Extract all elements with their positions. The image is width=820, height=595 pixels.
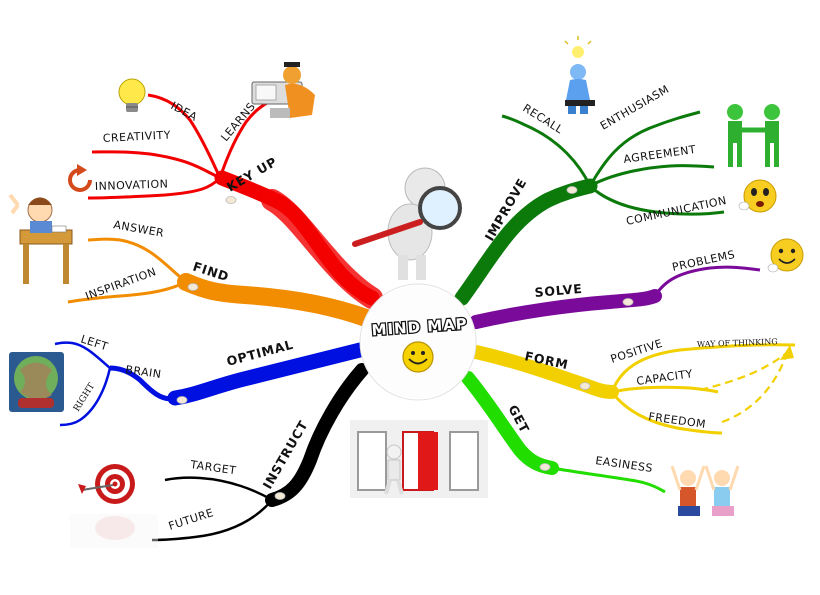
magnifier-figure-icon	[352, 167, 462, 280]
branch-form	[469, 343, 796, 435]
smiley-icon	[402, 341, 434, 373]
branch-key-up	[87, 93, 383, 309]
sub-label-answer: ANSWER	[112, 218, 165, 240]
branch-improve	[454, 110, 725, 306]
branch-instruct	[151, 363, 369, 542]
schoolboy-at-desk-icon	[8, 193, 73, 284]
refresh-arrow-icon	[68, 164, 92, 192]
sub-label-left: LEFT	[79, 332, 110, 353]
sub-label-brain: BRAIN	[125, 363, 163, 381]
sub-label-innovation: INNOVATION	[95, 177, 169, 193]
branch-get	[461, 371, 666, 494]
sub-label-way-of-thinking: WAY OF THINKING	[697, 337, 778, 349]
sub-label-future: FUTURE	[167, 506, 215, 533]
lightbulb-icon	[118, 78, 146, 112]
surprised-smiley-icon	[738, 179, 777, 213]
thinker-figure-icon	[564, 36, 595, 114]
brain-globe-icon	[9, 352, 64, 412]
student-at-computer-icon	[251, 62, 315, 118]
sub-label-idea: IDEA	[169, 99, 200, 124]
branch-optimal	[54, 341, 368, 427]
sub-label-easiness: EASINESS	[595, 454, 654, 475]
sub-label-agreement: AGREEMENT	[623, 143, 697, 166]
sub-label-target: TARGET	[189, 458, 238, 477]
branch-solve	[469, 265, 761, 329]
doors-figure-icon	[350, 420, 488, 498]
happy-children-icon	[670, 465, 740, 516]
sub-label-creativity: CREATIVITY	[102, 128, 171, 145]
target-icon	[70, 464, 158, 548]
smiley-icon	[767, 238, 804, 273]
sub-label-capacity: CAPACITY	[636, 367, 694, 388]
handshake-figures-icon	[727, 104, 780, 167]
sub-label-recall: RECALL	[520, 102, 565, 137]
branch-label-solve: SOLVE	[534, 281, 583, 300]
branch-find	[67, 237, 375, 327]
